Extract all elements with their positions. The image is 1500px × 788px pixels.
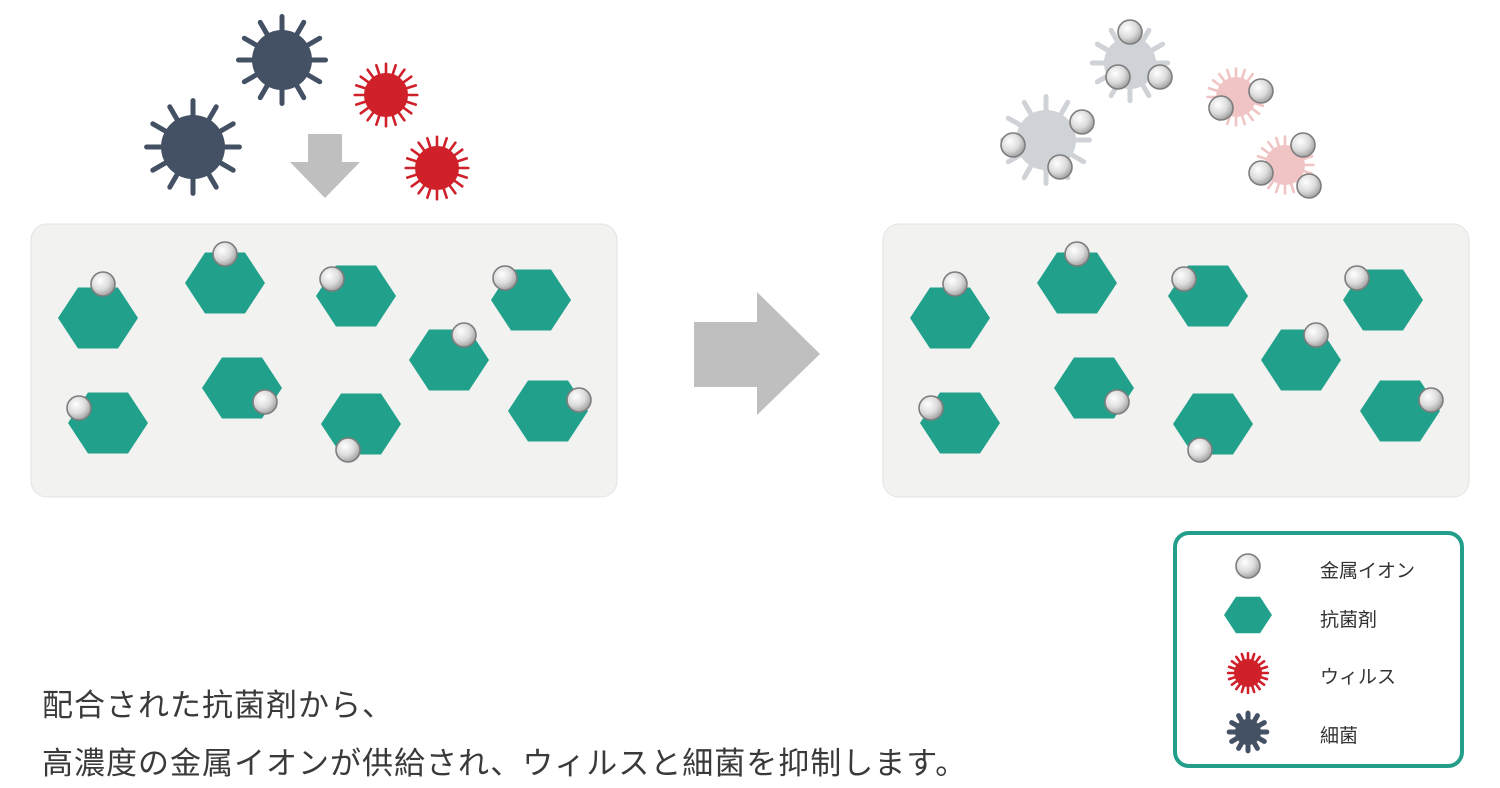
- metal-ion-icon: [1418, 387, 1444, 413]
- right-arrow-icon: [694, 292, 820, 415]
- legend-metal-ion-icon: [1235, 553, 1261, 579]
- antibacterial-agent-icon: [321, 393, 401, 455]
- metal-ion-icon: [252, 389, 278, 415]
- metal-ion-icon: [1187, 437, 1213, 463]
- metal-ion-icon: [1208, 95, 1234, 121]
- antibacterial-agent-icon: [1173, 393, 1253, 455]
- legend-bacteria-icon: [1226, 710, 1270, 754]
- metal-ion-icon: [1290, 132, 1316, 158]
- metal-ion-icon: [566, 387, 592, 413]
- metal-ion-icon: [66, 395, 92, 421]
- metal-ion-icon: [1344, 265, 1370, 291]
- legend-label-metal-ion: 金属イオン: [1320, 560, 1416, 582]
- metal-ion-icon: [1147, 64, 1173, 90]
- legend-virus-icon: [1226, 651, 1270, 695]
- metal-ion-icon: [1303, 322, 1329, 348]
- metal-ion-icon: [918, 395, 944, 421]
- legend-antibacterial-agent-icon: [1224, 596, 1272, 634]
- virus-icon: [404, 135, 470, 201]
- legend: [1173, 531, 1464, 768]
- metal-ion-icon: [1296, 173, 1322, 199]
- metal-ion-icon: [492, 265, 518, 291]
- metal-ion-icon: [1171, 266, 1197, 292]
- bacteria-icon: [236, 14, 328, 106]
- metal-ion-icon: [1047, 154, 1073, 180]
- metal-ion-icon: [335, 437, 361, 463]
- down-arrow-icon: [290, 134, 360, 198]
- legend-label-antibacterial-agent: 抗菌剤: [1320, 609, 1378, 631]
- right-panel: [882, 223, 1470, 498]
- metal-ion-icon: [319, 266, 345, 292]
- legend-label-bacteria: 細菌: [1320, 725, 1359, 747]
- antibacterial-agent-icon: [185, 252, 265, 314]
- metal-ion-icon: [1069, 109, 1095, 135]
- virus-icon: [353, 62, 419, 128]
- caption-line-1: 配合された抗菌剤から、: [42, 688, 394, 724]
- metal-ion-icon: [1248, 78, 1274, 104]
- legend-label-virus: ウィルス: [1320, 666, 1397, 688]
- metal-ion-icon: [451, 322, 477, 348]
- metal-ion-icon: [942, 271, 968, 297]
- metal-ion-icon: [1105, 64, 1131, 90]
- antibacterial-agent-icon: [910, 287, 990, 349]
- antibacterial-agent-icon: [1037, 252, 1117, 314]
- metal-ion-icon: [1064, 241, 1090, 267]
- left-panel: [30, 223, 618, 498]
- metal-ion-icon: [1104, 389, 1130, 415]
- metal-ion-icon: [1248, 160, 1274, 186]
- metal-ion-icon: [90, 271, 116, 297]
- metal-ion-icon: [1117, 19, 1143, 45]
- metal-ion-icon: [1000, 132, 1026, 158]
- antibacterial-agent-icon: [58, 287, 138, 349]
- metal-ion-icon: [212, 241, 238, 267]
- bacteria-icon: [144, 98, 242, 196]
- caption-line-2: 高濃度の金属イオンが供給され、ウィルスと細菌を抑制します。: [42, 746, 968, 782]
